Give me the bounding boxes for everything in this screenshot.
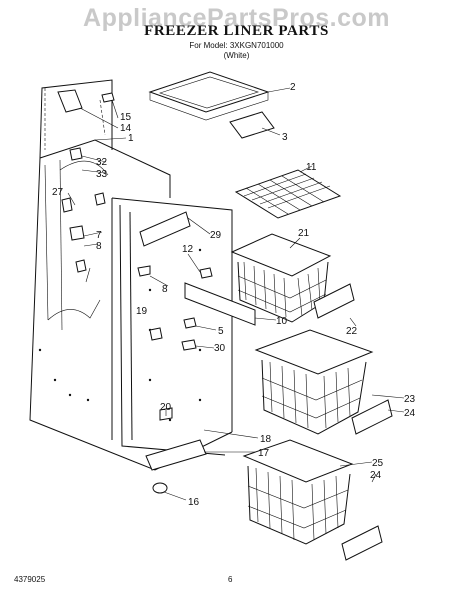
callout-5: 5 xyxy=(218,326,224,337)
callout-29: 29 xyxy=(210,230,222,241)
model-line: For Model: 3XKGN701000 xyxy=(189,41,284,50)
leader-lines xyxy=(67,87,405,501)
callout-8-a: 8 xyxy=(96,241,102,252)
basket-21 xyxy=(230,233,332,323)
trim-24-lower xyxy=(341,525,383,561)
callout-12: 12 xyxy=(182,244,194,255)
trim-29 xyxy=(139,211,191,247)
cap-16 xyxy=(152,482,168,494)
callout-24-a: 24 xyxy=(404,408,416,419)
callout-27: 27 xyxy=(52,187,64,198)
callout-25: 25 xyxy=(372,458,384,469)
wire-shelf-11 xyxy=(234,169,342,219)
callout-24-b: 24 xyxy=(370,470,382,481)
basket-25 xyxy=(242,439,354,545)
callout-19: 19 xyxy=(136,306,148,317)
clip-parts xyxy=(57,89,213,421)
callout-2: 2 xyxy=(290,82,296,93)
color-line: (White) xyxy=(223,51,250,60)
trim-24-upper xyxy=(351,399,393,435)
frame-3 xyxy=(229,111,275,139)
callout-33: 33 xyxy=(96,169,108,180)
callout-20: 20 xyxy=(160,402,172,413)
diagram-title: FREEZER LINER PARTS xyxy=(144,23,329,39)
callout-11: 11 xyxy=(306,162,317,173)
watermark: AppliancePartsPros.com xyxy=(83,4,390,32)
trim-22 xyxy=(313,283,355,319)
callout-8-b: 8 xyxy=(162,284,168,295)
rail-10 xyxy=(184,282,256,326)
callout-3: 3 xyxy=(282,132,288,143)
callout-30: 30 xyxy=(214,343,226,354)
callout-labels: 2 3 15 14 1 32 33 27 7 8 11 21 29 12 8 1… xyxy=(52,82,416,508)
callout-23: 23 xyxy=(404,394,416,405)
basket-23 xyxy=(254,329,374,435)
top-tray-2 xyxy=(148,71,270,121)
callout-21: 21 xyxy=(298,228,310,239)
callout-7: 7 xyxy=(96,230,102,241)
callout-22: 22 xyxy=(346,326,358,337)
callout-17: 17 xyxy=(258,448,270,459)
callout-32: 32 xyxy=(96,157,108,168)
callout-16: 16 xyxy=(188,497,200,508)
callout-10: 10 xyxy=(276,316,288,327)
callout-15: 15 xyxy=(120,112,132,123)
footer-page-number: 6 xyxy=(228,575,233,584)
callout-18: 18 xyxy=(260,434,272,445)
part-17 xyxy=(145,439,207,471)
footer-doc-number: 4379025 xyxy=(14,575,46,584)
callout-14: 14 xyxy=(120,123,132,134)
callout-1: 1 xyxy=(128,133,134,144)
